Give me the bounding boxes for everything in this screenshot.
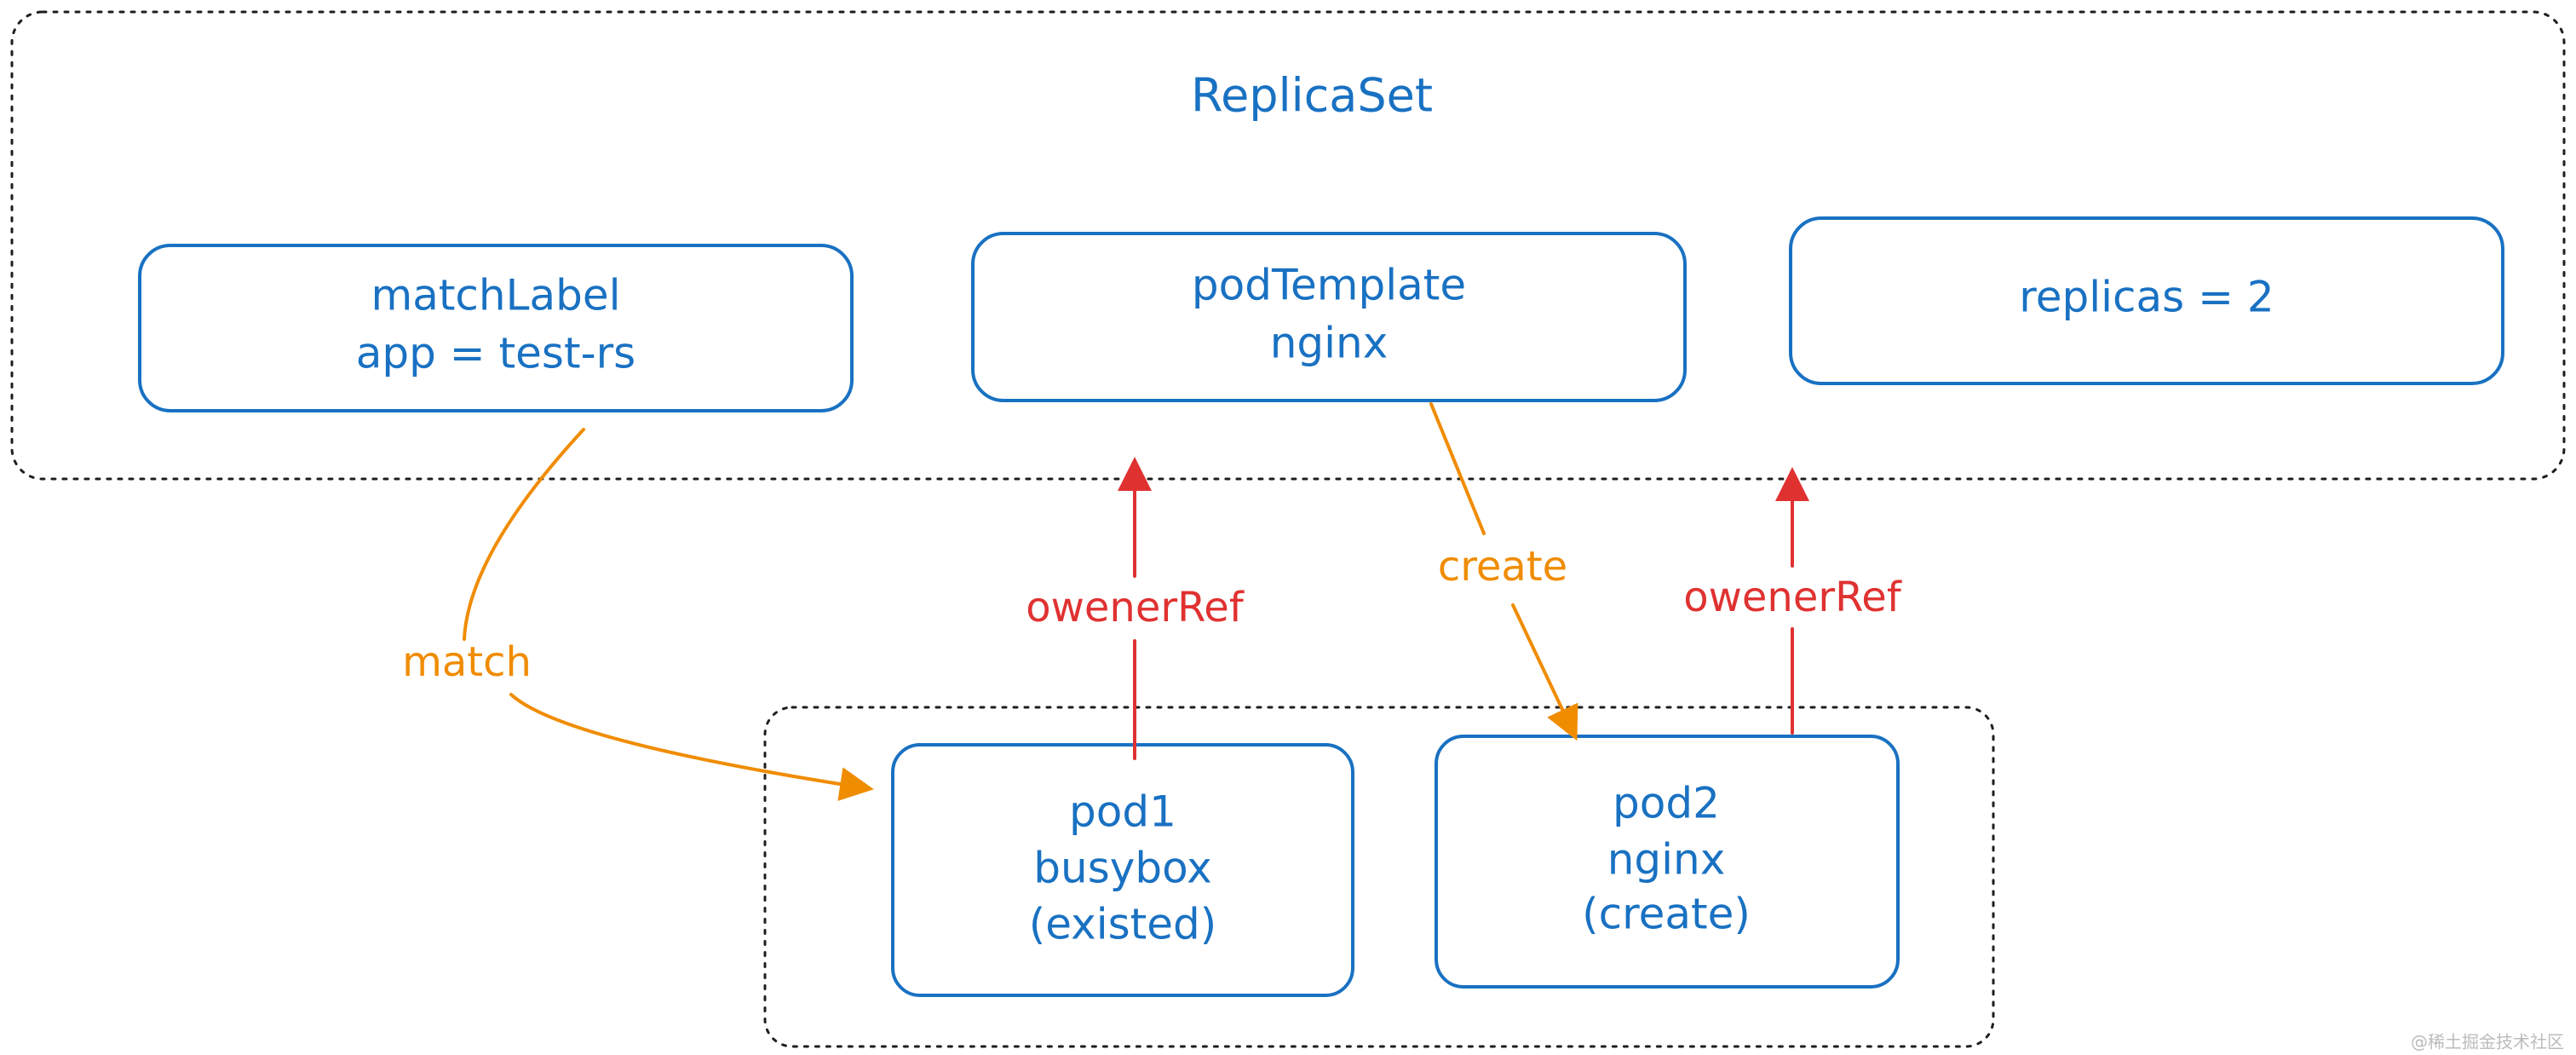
match-label: match bbox=[402, 638, 532, 686]
watermark-text: @稀土掘金技术社区 bbox=[2411, 1032, 2564, 1052]
pod2-node[interactable]: pod2 nginx (create) bbox=[1435, 735, 1900, 989]
pod1-line3: (existed) bbox=[1029, 900, 1217, 949]
pod1-node[interactable]: pod1 busybox (existed) bbox=[891, 743, 1354, 997]
pod-template-line2: nginx bbox=[1270, 319, 1389, 368]
pod2-line3: (create) bbox=[1582, 890, 1751, 939]
create-arrow-upper bbox=[1429, 402, 1486, 535]
pods-group bbox=[763, 706, 1995, 1048]
match-label-node[interactable]: matchLabel app = test-rs bbox=[138, 244, 854, 412]
create-arrow bbox=[1511, 603, 1578, 741]
match-label-line2: app = test-rs bbox=[356, 329, 635, 378]
pod2-line1: pod2 bbox=[1613, 779, 1720, 828]
pod1-line2: busybox bbox=[1033, 844, 1211, 893]
pod-template-line1: podTemplate bbox=[1192, 261, 1466, 310]
replicas-node[interactable]: replicas = 2 bbox=[1789, 216, 2504, 385]
match-label-line1: matchLabel bbox=[371, 271, 620, 320]
pod-template-node[interactable]: podTemplate nginx bbox=[971, 232, 1687, 402]
owner-ref-label-1: owenerRef bbox=[1026, 584, 1245, 631]
match-arrow bbox=[509, 693, 874, 801]
pod2-line2: nginx bbox=[1607, 835, 1726, 885]
create-label: create bbox=[1438, 543, 1567, 591]
replicaset-title: ReplicaSet bbox=[1191, 69, 1433, 123]
pod1-line1: pod1 bbox=[1069, 787, 1176, 837]
replicas-line1: replicas = 2 bbox=[2019, 273, 2274, 322]
owner-ref-label-2: owenerRef bbox=[1683, 574, 1902, 621]
match-arrow-upper bbox=[463, 428, 585, 641]
